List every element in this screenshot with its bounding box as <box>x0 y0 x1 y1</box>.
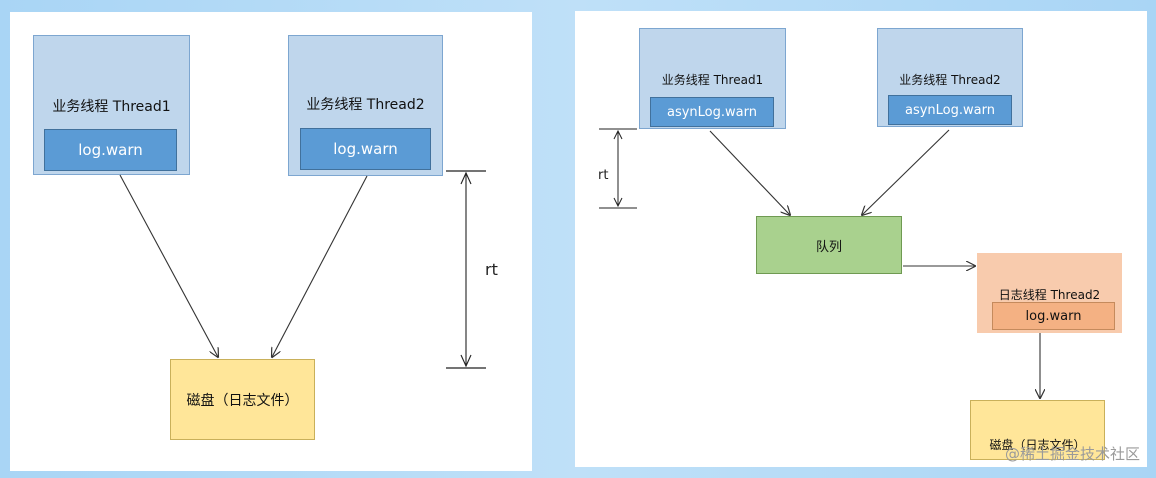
queue-box: 队列 <box>756 216 902 274</box>
async-business-thread-1-box: 业务线程 Thread1 asynLog.warn <box>639 28 786 129</box>
async-business-thread-1-title: 业务线程 Thread1 <box>661 73 764 87</box>
asyn-log-warn-call-1: asynLog.warn <box>650 97 774 127</box>
business-thread-1-box: 业务线程 Thread1 log.warn <box>33 35 190 175</box>
sync-logging-diagram: 业务线程 Thread1 log.warn 业务线程 Thread2 log.w… <box>10 12 532 471</box>
watermark-text: @稀土掘金技术社区 <box>1004 445 1140 463</box>
async-business-thread-2-box: 业务线程 Thread2 asynLog.warn <box>877 28 1023 127</box>
asyn-log-warn-call-2: asynLog.warn <box>888 95 1012 125</box>
async-flow-arrows <box>599 128 1147 467</box>
arrow-thread1-to-disk <box>119 174 218 357</box>
arrow-thread2-to-queue <box>862 129 950 215</box>
log-thread-title: 日志线程 Thread2 <box>998 288 1101 302</box>
business-thread-2-box: 业务线程 Thread2 log.warn <box>288 35 443 176</box>
rt-label: rt <box>485 260 498 279</box>
disk-log-file-box: 磁盘（日志文件） <box>170 359 315 440</box>
log-warn-call-1: log.warn <box>44 129 177 171</box>
arrow-thread1-to-queue <box>709 130 790 215</box>
log-warn-call-2: log.warn <box>300 128 431 170</box>
async-disk-log-file-box: 磁盘（日志文件） <box>970 400 1105 460</box>
async-business-thread-2-title: 业务线程 Thread2 <box>899 73 1001 87</box>
async-rt-label: rt <box>598 168 609 183</box>
rt-dimension-marker <box>446 170 486 369</box>
business-thread-2-title: 业务线程 Thread2 <box>306 97 425 113</box>
sync-flow-arrows <box>119 170 486 369</box>
log-thread-box: 日志线程 Thread2 log.warn <box>977 253 1122 333</box>
async-rt-dimension-marker <box>599 128 637 209</box>
async-disk-label: 磁盘（日志文件） <box>989 438 1086 452</box>
arrow-thread2-to-disk <box>272 175 368 357</box>
log-thread-log-warn-call: log.warn <box>992 302 1115 330</box>
async-logging-diagram: 业务线程 Thread1 asynLog.warn 业务线程 Thread2 a… <box>575 11 1147 467</box>
business-thread-1-title: 业务线程 Thread1 <box>52 99 171 115</box>
